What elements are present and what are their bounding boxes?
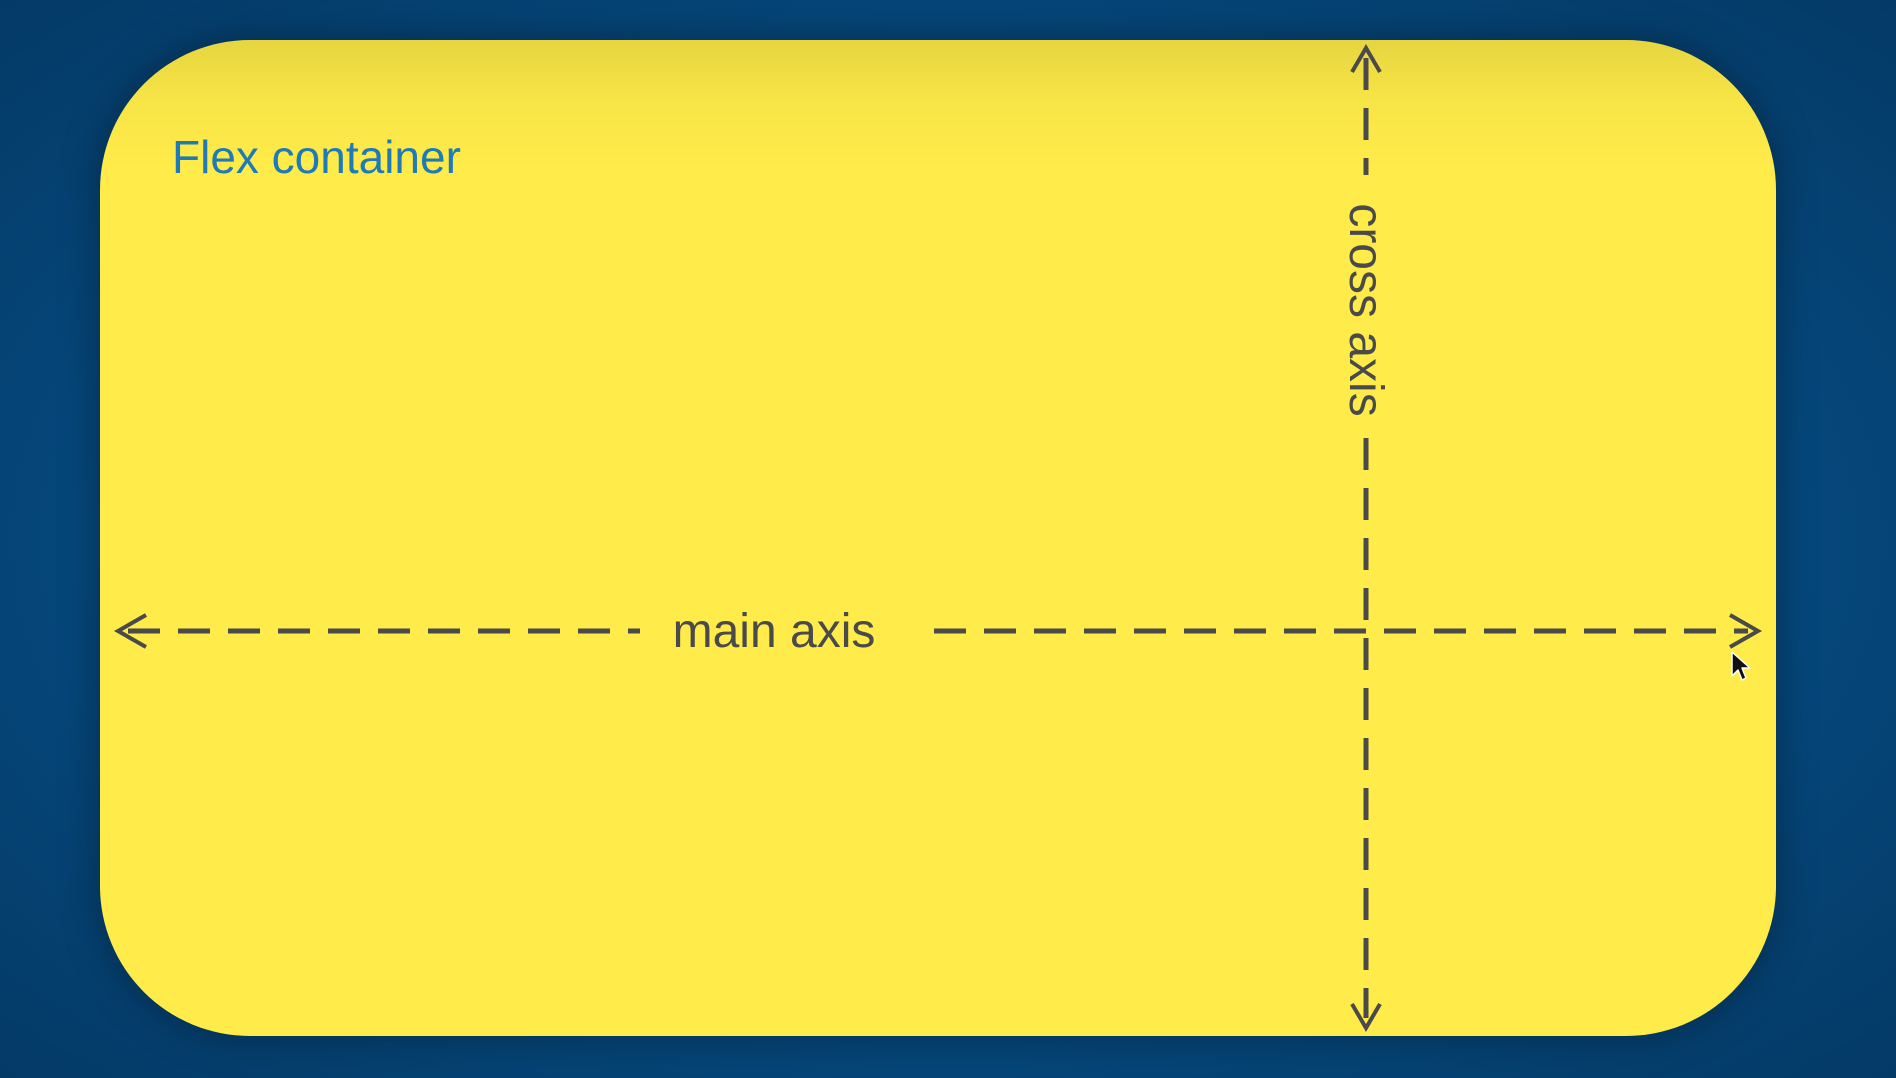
flex-container-title: Flex container bbox=[172, 131, 461, 183]
flex-container-box bbox=[100, 40, 1776, 1036]
cross-axis-arrow-bottom-icon bbox=[1350, 1002, 1382, 1032]
main-axis-label: main axis bbox=[673, 605, 876, 658]
cross-axis-arrow-top-icon bbox=[1350, 44, 1382, 74]
cross-axis-label: cross axis bbox=[1339, 203, 1392, 416]
mouse-cursor-icon bbox=[1731, 651, 1751, 681]
main-axis-arrow-right-icon bbox=[1729, 613, 1763, 649]
main-axis-arrow-left-icon bbox=[113, 613, 147, 649]
